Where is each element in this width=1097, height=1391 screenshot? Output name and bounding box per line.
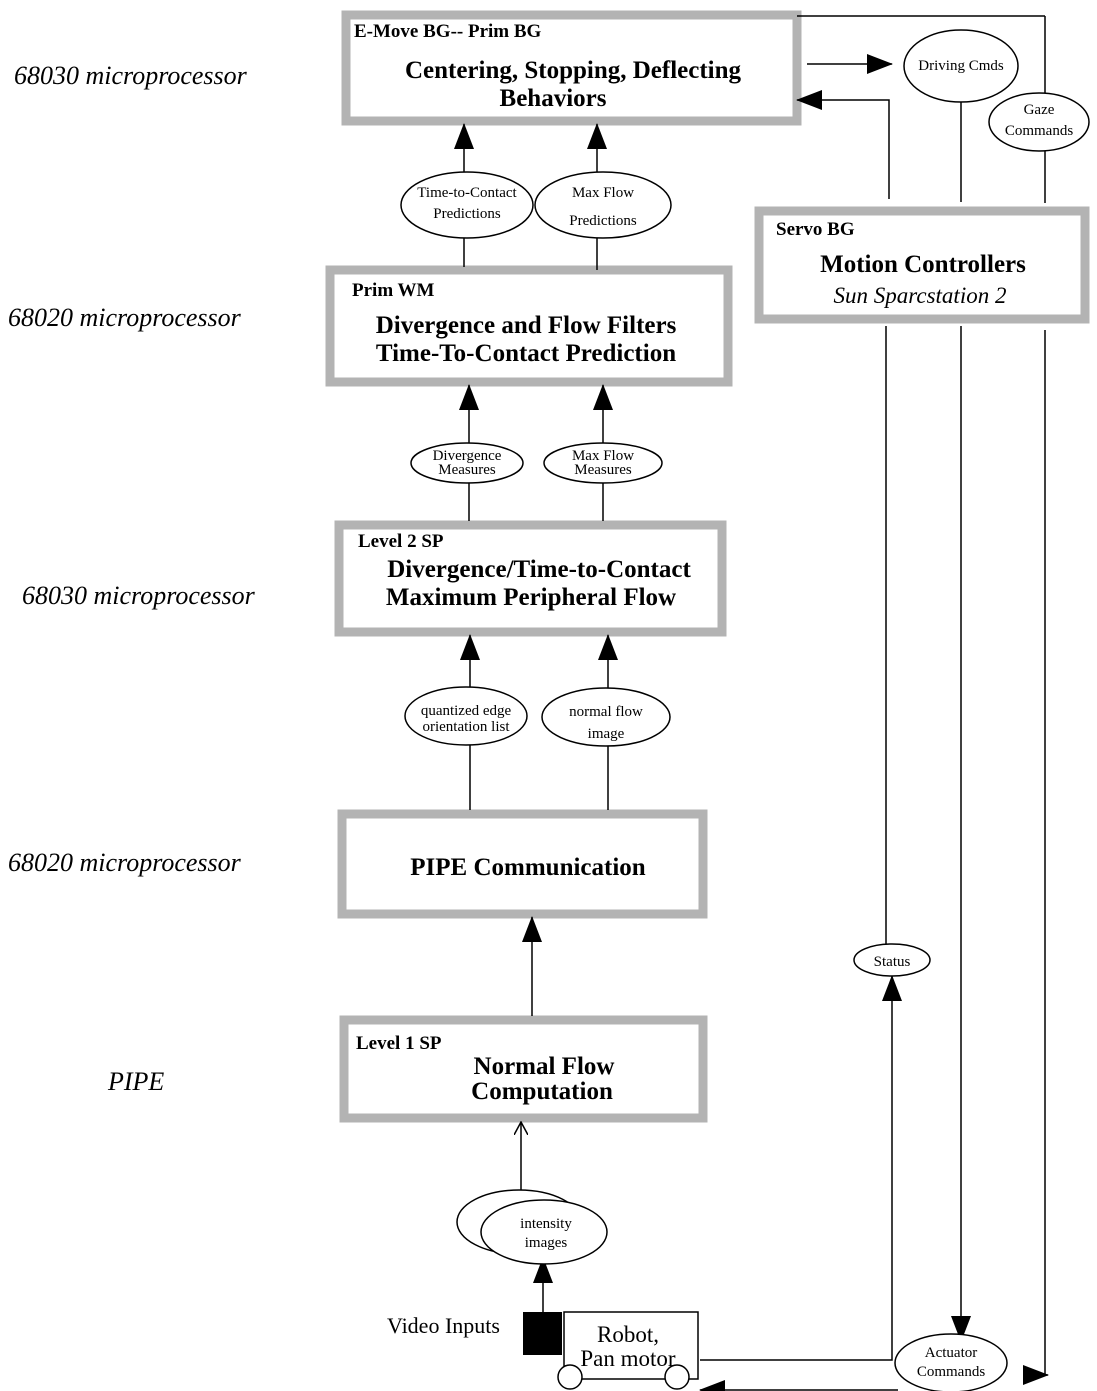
level2-box: Level 2 SP Divergence/Time-to-Contact Ma… (334, 520, 727, 637)
ellipse-normal-flow: normal flow image (541, 687, 671, 747)
robot-block: Robot, Pan motor (557, 1311, 699, 1390)
gaze-line2: Commands (1005, 123, 1073, 139)
level1-box-line2: Computation (471, 1078, 613, 1105)
level1-box-title: Level 1 SP (356, 1033, 442, 1054)
emove-box-title: E-Move BG-- Prim BG (354, 21, 542, 42)
quantized-line2: orientation list (422, 719, 510, 735)
robot-line2: Pan motor (580, 1346, 676, 1371)
ellipse-driving-cmds: Driving Cmds (903, 29, 1019, 103)
intensity-line1: intensity (520, 1216, 572, 1232)
divmeas-line1: Divergence (433, 448, 502, 464)
video-inputs-label: Video Inputs (387, 1313, 500, 1338)
ellipse-quantized-edge: quantized edge orientation list (404, 686, 528, 746)
servo-box: Servo BG Motion Controllers Sun Sparcsta… (754, 206, 1090, 324)
arrow-robot-to-status (700, 975, 902, 1361)
processor-label-emove: 68030 microprocessor (14, 61, 248, 90)
ellipse-gaze-commands: Gaze Commands (988, 92, 1090, 152)
servo-box-line1: Motion Controllers (820, 251, 1026, 278)
video-inputs: Video Inputs (387, 1312, 562, 1355)
control-connectors (699, 15, 1049, 1391)
actuator-line1: Actuator (925, 1345, 977, 1361)
actuator-line2: Commands (917, 1364, 985, 1380)
maxflowmeas-line2: Measures (574, 462, 632, 478)
processor-label-level2: 68030 microprocessor (22, 581, 256, 610)
primwm-box-line1: Divergence and Flow Filters (376, 312, 677, 339)
maxflowpred-line2: Predictions (569, 213, 637, 229)
ellipse-maxflow-measures: Max Flow Measures (543, 442, 663, 484)
arrow-gaze-to-actuator (1023, 330, 1049, 1385)
maxflowmeas-line1: Max Flow (572, 448, 634, 464)
processor-label-level1: PIPE (107, 1067, 164, 1096)
pipe-comm-box: PIPE Communication (337, 809, 708, 919)
driving-line1: Driving Cmds (918, 58, 1004, 74)
status-line1: Status (874, 954, 911, 970)
ellipse-status: Status (853, 943, 931, 977)
primwm-box-line2: Time-To-Contact Prediction (376, 340, 676, 367)
ellipse-ttc-predictions: Time-to-Contact Predictions (400, 171, 534, 239)
arrow-servo-to-emove (796, 90, 890, 199)
pipe-comm-box-line1: PIPE Communication (410, 854, 646, 881)
servo-box-line2: Sun Sparcstation 2 (834, 283, 1007, 308)
intensity-line2: images (525, 1235, 568, 1251)
ttc-line1: Time-to-Contact (417, 185, 517, 201)
ellipse-maxflow-predictions: Max Flow Predictions (534, 171, 672, 239)
primwm-box-title: Prim WM (352, 280, 435, 301)
robot-wheel-left (557, 1364, 583, 1390)
camera-icon (523, 1312, 562, 1355)
quantized-line1: quantized edge (421, 703, 512, 719)
ttc-line2: Predictions (433, 206, 501, 222)
emove-box-line1: Centering, Stopping, Deflecting (405, 57, 742, 84)
level1-box-line1: Normal Flow (474, 1053, 615, 1080)
level2-box-line1: Divergence/Time-to-Contact (387, 556, 691, 583)
normalflow-line1: normal flow (569, 704, 643, 720)
robot-wheel-right (664, 1364, 690, 1390)
ellipse-divergence-measures: Divergence Measures (410, 442, 524, 484)
robot-line1: Robot, (597, 1322, 659, 1347)
processor-label-pipe-comm: 68020 microprocessor (8, 848, 242, 877)
level1-box: Level 1 SP Normal Flow Computation (339, 1015, 708, 1123)
emove-box-line2: Behaviors (500, 85, 607, 112)
divmeas-line2: Measures (438, 462, 496, 478)
ellipse-intensity-images: intensity images (456, 1189, 608, 1265)
level2-box-title: Level 2 SP (358, 531, 444, 552)
normalflow-line2: image (588, 726, 625, 742)
level2-box-line2: Maximum Peripheral Flow (386, 584, 676, 611)
gaze-line1: Gaze (1024, 102, 1055, 118)
processor-label-primwm: 68020 microprocessor (8, 303, 242, 332)
primwm-box: Prim WM Divergence and Flow Filters Time… (325, 265, 733, 387)
emove-box: E-Move BG-- Prim BG Centering, Stopping,… (341, 10, 802, 126)
maxflowpred-line1: Max Flow (572, 185, 634, 201)
servo-box-title: Servo BG (776, 219, 855, 240)
ellipse-actuator-commands: Actuator Commands (894, 1333, 1008, 1391)
